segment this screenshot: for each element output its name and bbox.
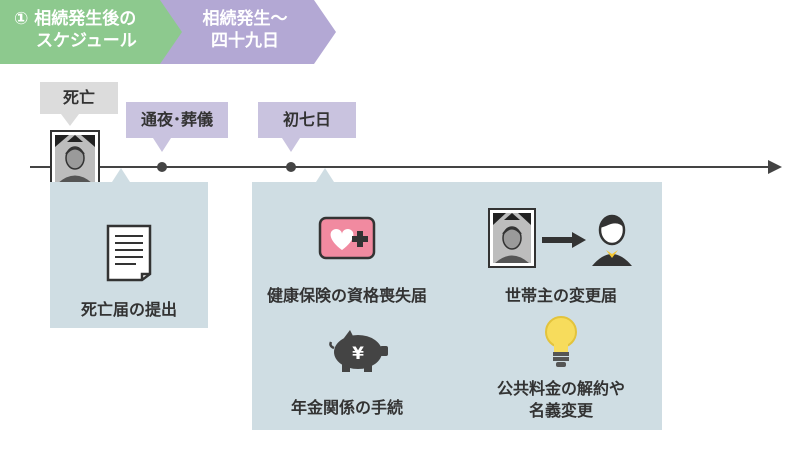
event-tag-first-seventh-day: 初七日 (258, 102, 356, 138)
utilities-label-line2: 名義変更 (528, 401, 593, 420)
step1-label-line1: ① 相続発生後の (14, 9, 137, 29)
deceased-portrait-icon (50, 130, 100, 188)
step2-chevron (150, 0, 336, 64)
event-tag-death-pointer (61, 114, 79, 126)
event-tag-first-seventh-day-pointer (282, 138, 300, 152)
piggy-bank-yen-icon: ¥ (329, 330, 388, 372)
box-death-label: 死亡届の提出 (80, 300, 177, 319)
document-icon (106, 224, 152, 282)
utilities-label-line1: 公共料金の解約や (496, 379, 625, 398)
box-death-notification: 死亡届の提出 (50, 182, 208, 328)
pension-label: 年金関係の手続 (290, 398, 403, 417)
health-insurance-label: 健康保険の資格喪失届 (266, 286, 427, 305)
step1-label: ① 相続発生後の スケジュール (14, 8, 137, 52)
timeline-line (30, 166, 772, 168)
head-of-household-label: 世帯主の変更届 (504, 286, 617, 305)
timeline-dot-first-seventh-day (286, 162, 296, 172)
timeline-arrowhead (768, 160, 782, 174)
utilities-label: 公共料金の解約や 名義変更 (466, 378, 656, 422)
new-head-person-icon (592, 214, 632, 266)
event-tag-death-label: 死亡 (62, 88, 95, 107)
event-tag-funeral-label: 通夜･葬儀 (140, 110, 213, 129)
former-head-portrait-icon (488, 208, 536, 268)
arrow-right-icon (542, 232, 586, 248)
head-of-household-change-icon (488, 208, 638, 270)
step2-label-line2: 四十九日 (211, 31, 279, 51)
box-main-procedures: 健康保険の資格喪失届 世帯主の変更届 (252, 182, 662, 430)
box-main-pointer (316, 168, 334, 182)
step1-label-line2: スケジュール (36, 31, 137, 51)
timeline-dot-funeral (157, 162, 167, 172)
step2-label-line1: 相続発生～ (202, 9, 288, 29)
event-tag-first-seventh-day-label: 初七日 (282, 110, 331, 129)
light-bulb-icon (545, 316, 577, 367)
event-tag-death: 死亡 (40, 82, 118, 114)
box-death-pointer (112, 168, 130, 182)
svg-text:¥: ¥ (352, 344, 364, 364)
event-tag-funeral: 通夜･葬儀 (126, 102, 228, 138)
event-tag-funeral-pointer (153, 138, 171, 152)
step1-chevron (0, 0, 182, 64)
step2-label: 相続発生～ 四十九日 (190, 8, 300, 52)
header-steps (0, 0, 336, 64)
health-insurance-card-icon (318, 216, 376, 260)
